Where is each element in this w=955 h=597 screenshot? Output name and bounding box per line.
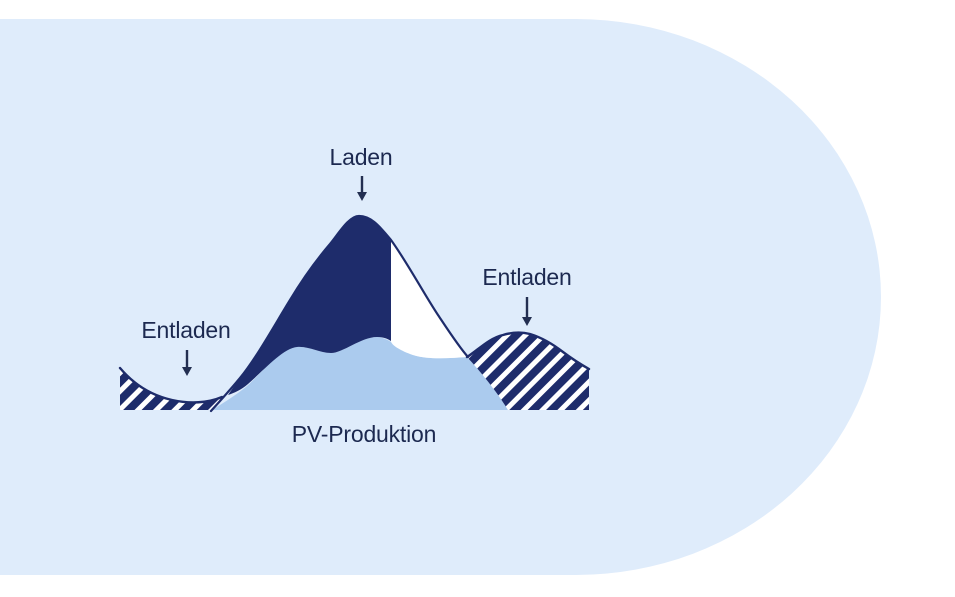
label-entladen-right: Entladen: [482, 264, 572, 290]
label-laden: Laden: [329, 144, 393, 170]
label-pv-produktion: PV-Produktion: [291, 421, 437, 447]
rounded-panel: [0, 19, 881, 575]
label-entladen-left: Entladen: [141, 317, 231, 343]
